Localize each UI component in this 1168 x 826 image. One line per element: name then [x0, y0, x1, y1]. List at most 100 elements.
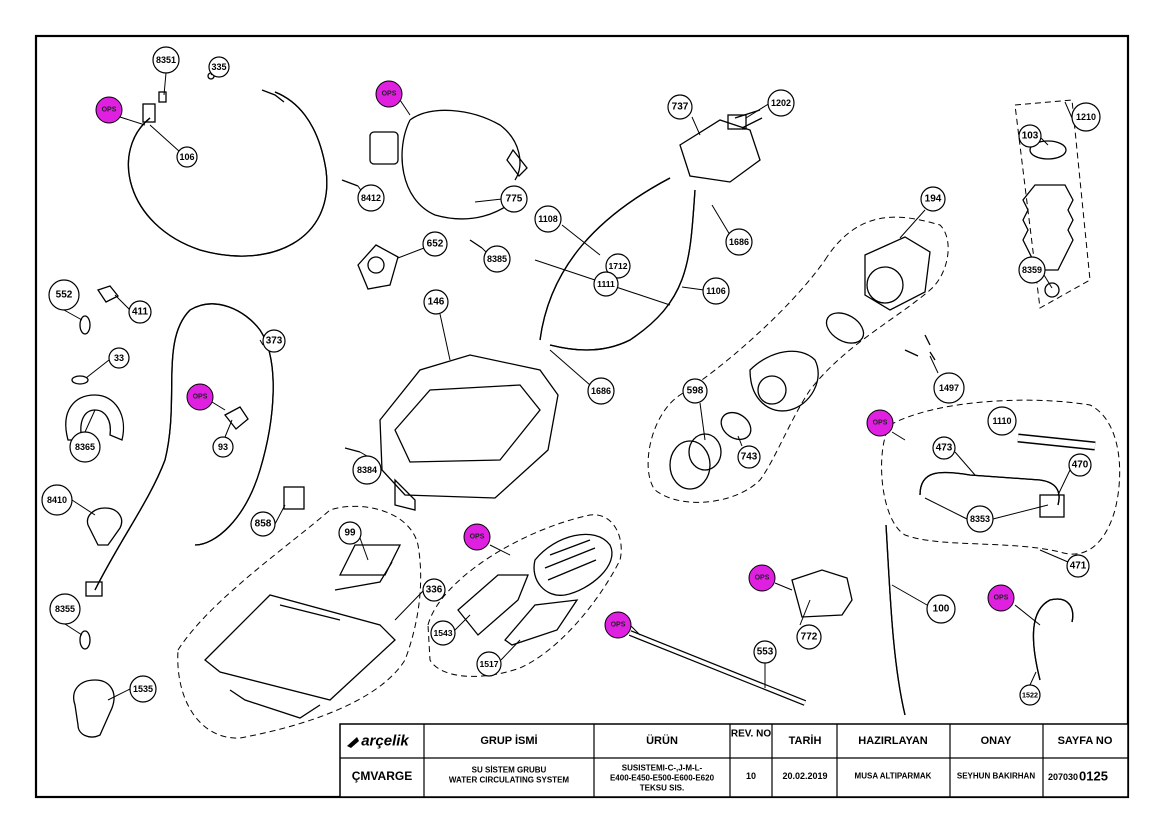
bracket-772	[791, 569, 853, 618]
valve-coil-part	[727, 114, 747, 130]
page-number-suffix: 0125	[1079, 769, 1108, 784]
page-number-prefix: 207030	[1048, 772, 1078, 782]
hose-elbow-part	[261, 89, 285, 103]
part-callout-8365: 8365	[69, 431, 101, 463]
callout-number: 8385	[487, 254, 507, 264]
part-callout-8353: 8353	[966, 505, 994, 533]
callout-number: 335	[211, 62, 226, 72]
ops-badge	[375, 80, 403, 108]
part-callout-858: 858	[250, 511, 276, 537]
callout-circle	[534, 205, 562, 233]
callout-circle	[49, 593, 81, 625]
screw-8384	[344, 447, 361, 453]
bellows-group	[1014, 99, 1091, 309]
screw-1497c	[929, 351, 936, 361]
callout-number: 1106	[706, 286, 726, 296]
leader-lines	[63, 66, 1073, 701]
ops-badge	[748, 564, 776, 592]
part-callout-737: 737	[667, 94, 693, 120]
ops-label: OPS	[994, 595, 1009, 602]
ops-tag: OPS	[866, 409, 894, 437]
callout-number: 146	[428, 297, 445, 308]
part-callout-1686: 1686	[587, 377, 615, 405]
callout-circle	[1068, 453, 1092, 477]
part-callout-1543: 1543	[430, 620, 456, 646]
callout-number: 1517	[479, 659, 498, 669]
ops-label: OPS	[382, 91, 397, 98]
callout-circle	[129, 675, 157, 703]
product-line-3: TEKSU SIS.	[640, 784, 684, 793]
header-group-name: GRUP İSMİ	[480, 734, 537, 747]
hose-100-inner	[885, 524, 906, 716]
ops-badge	[463, 523, 491, 551]
ops-tag: OPS	[463, 523, 491, 551]
part-callout-335: 335	[208, 56, 230, 78]
callout-circle	[338, 521, 362, 545]
part-callout-336: 336	[422, 578, 446, 602]
bellows-part	[1022, 184, 1074, 271]
corrugated-hose-473	[919, 471, 1060, 506]
drain-hose-part	[94, 303, 274, 591]
callout-circle	[702, 277, 730, 305]
block-858	[283, 486, 305, 510]
callout-number: 1543	[433, 628, 452, 638]
callout-circle	[352, 455, 382, 485]
callout-number: 1110	[992, 416, 1011, 426]
ops-tag: OPS	[95, 96, 123, 124]
connector-470	[1039, 494, 1065, 518]
part-callout-33: 33	[108, 347, 130, 369]
clamp-hole	[367, 256, 385, 274]
callout-circle	[753, 640, 777, 664]
drawer-front	[229, 689, 321, 719]
callout-circle	[767, 89, 795, 117]
callout-number: 106	[179, 152, 194, 162]
screw-1202b	[741, 117, 763, 129]
ops-tag: OPS	[987, 584, 1015, 612]
callout-number: 8384	[357, 465, 377, 475]
callout-number: 8351	[156, 55, 176, 65]
ops-tag: OPS	[604, 611, 632, 639]
callout-number: 336	[426, 585, 443, 596]
filter-mesh-lines	[544, 539, 597, 581]
filter-group	[427, 514, 622, 677]
callout-number: 8359	[1022, 265, 1042, 275]
rev-number: 10	[746, 771, 756, 781]
part-callout-99: 99	[338, 521, 362, 545]
callout-number: 1712	[608, 261, 627, 271]
sheet-frame	[34, 34, 1130, 799]
part-callout-1111: 1111	[593, 271, 619, 297]
part-callout-373: 373	[262, 329, 286, 353]
part-callout-1110: 1110	[987, 406, 1017, 436]
callout-circle	[128, 300, 152, 324]
ops-badge	[987, 584, 1015, 612]
callout-circle	[483, 245, 511, 273]
bracket-8365	[65, 394, 124, 441]
callout-number: 652	[427, 239, 444, 250]
aquastop-hose-part	[401, 109, 521, 220]
detergent-drawer-group	[177, 505, 422, 739]
callout-circle	[500, 185, 528, 213]
part-callout-1522: 1522	[1019, 684, 1041, 706]
header-rev: REV. NO	[731, 729, 771, 740]
part-callout-772: 772	[796, 624, 822, 650]
drawing-code: ÇMVARGE	[352, 769, 412, 783]
callout-circle	[430, 620, 456, 646]
callout-circle	[1018, 256, 1046, 284]
part-callout-552: 552	[48, 279, 80, 311]
callout-number: 373	[266, 336, 283, 347]
callout-circle	[966, 505, 994, 533]
header-approved: ONAY	[981, 735, 1012, 747]
part-callout-8412: 8412	[357, 184, 385, 212]
callout-number: 93	[218, 442, 228, 452]
pump-motor-flange	[866, 266, 904, 304]
clip-552	[79, 315, 91, 335]
callout-circle	[593, 271, 619, 297]
hose-1110-inner	[1017, 435, 1096, 449]
callout-circle	[1071, 102, 1101, 132]
part-callout-743: 743	[737, 445, 761, 469]
part-callout-8355: 8355	[49, 593, 81, 625]
bellows-clip-part	[1044, 282, 1060, 298]
part-callout-100: 100	[926, 594, 956, 624]
foot-1535	[73, 679, 115, 738]
header-page: SAYFA NO	[1058, 735, 1113, 747]
